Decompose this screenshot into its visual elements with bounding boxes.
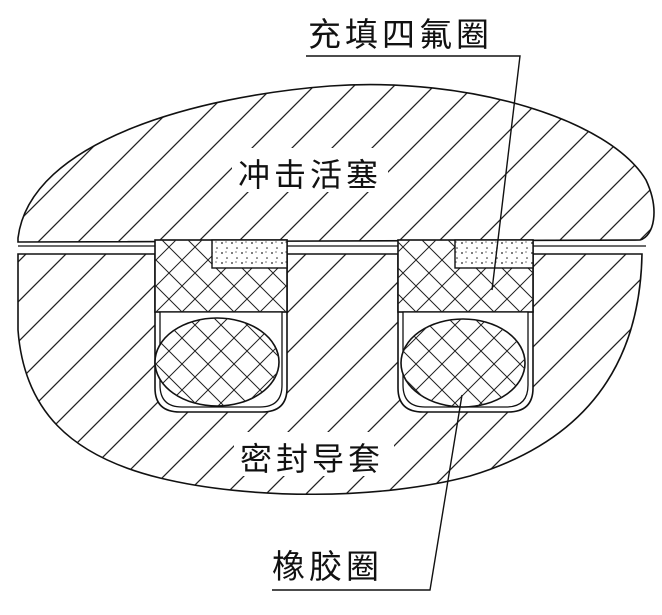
seal-guide-sleeve-label: 密封导套 — [240, 440, 385, 478]
impact-piston-label: 冲击活塞 — [238, 156, 383, 194]
rubber-ring-label: 橡胶圈 — [272, 547, 383, 586]
label-backdrop-piston — [232, 148, 388, 192]
ptfe-ring-label: 充填四氟圈 — [308, 15, 493, 54]
leader-line-ptfe — [306, 55, 521, 291]
seal-guide-sleeve-body — [17, 253, 643, 496]
leader-line-rubber — [272, 394, 463, 591]
label-backdrop-sleeve — [234, 432, 394, 476]
